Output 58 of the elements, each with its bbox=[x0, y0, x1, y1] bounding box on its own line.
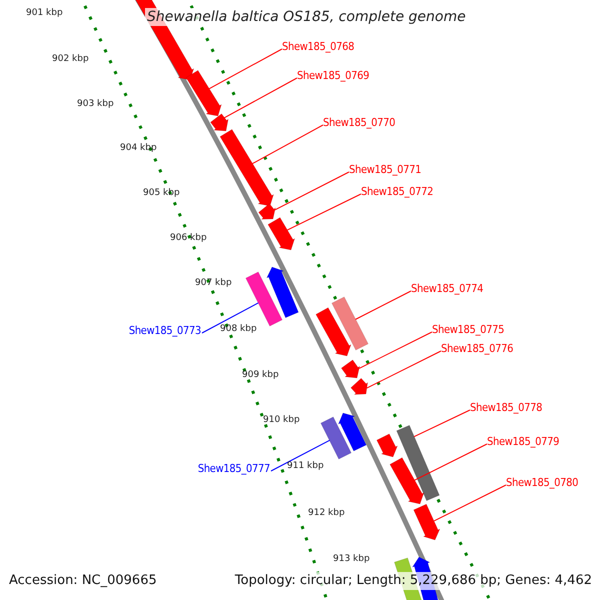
tick-label: 906 kbp bbox=[170, 233, 207, 244]
leader-line bbox=[252, 124, 324, 164]
leader-line bbox=[355, 290, 412, 320]
gene-block bbox=[413, 504, 440, 540]
gene-label: Shew185_0770 bbox=[323, 116, 396, 129]
tick-label: 908 kbp bbox=[220, 324, 257, 335]
gene-block bbox=[186, 70, 222, 116]
leader-line bbox=[414, 444, 488, 481]
tick-label: 901 kbp bbox=[26, 8, 63, 19]
gene-label: Shew185_0778 bbox=[470, 401, 542, 414]
leader-line bbox=[286, 194, 362, 231]
gene-label: Shew185_0775 bbox=[432, 323, 504, 336]
leader-line bbox=[274, 172, 350, 210]
gene-block bbox=[320, 416, 352, 460]
tick-label: 909 kbp bbox=[242, 370, 279, 381]
leader-line bbox=[202, 302, 259, 334]
leader-line bbox=[434, 484, 506, 522]
map-title: Shewanella baltica OS185, complete genome bbox=[145, 8, 468, 26]
gene-block bbox=[316, 307, 352, 356]
tick-label: 910 kbp bbox=[263, 415, 300, 426]
tick-label: 912 kbp bbox=[308, 508, 345, 519]
tick-label: 911 kbp bbox=[287, 461, 324, 472]
gene-label: Shew185_0772 bbox=[361, 185, 434, 198]
gene-block bbox=[258, 203, 276, 220]
gene-block bbox=[210, 113, 228, 132]
tick-label: 907 kbp bbox=[195, 278, 232, 289]
gene-block bbox=[390, 457, 424, 504]
gene-block bbox=[268, 217, 295, 250]
leader-line bbox=[414, 410, 470, 438]
gene-block bbox=[338, 412, 367, 452]
gene-block bbox=[396, 425, 440, 501]
gene-block bbox=[341, 360, 360, 378]
genome-stats-text: Topology: circular; Length: 5,229,686 bp; Genes: 4,462 bbox=[234, 572, 592, 590]
tick-label: 905 kbp bbox=[143, 188, 180, 199]
accession-text: Accession: NC_009665 bbox=[9, 572, 157, 590]
gene-label: Shew185_0777 bbox=[198, 462, 270, 475]
gene-label: Shew185_0769 bbox=[297, 69, 370, 82]
tick-label: 913 kbp bbox=[333, 554, 370, 565]
gene-block bbox=[376, 434, 398, 458]
leader-line bbox=[208, 48, 282, 90]
gene-label: Shew185_0780 bbox=[506, 476, 578, 489]
gene-label: Shew185_0779 bbox=[487, 435, 560, 448]
leader-line bbox=[358, 332, 432, 369]
gene-block bbox=[332, 296, 368, 350]
gene-label: Shew185_0773 bbox=[128, 324, 201, 337]
gene-label: Shew185_0771 bbox=[349, 163, 422, 176]
leader-line bbox=[224, 78, 298, 118]
tick-label: 904 kbp bbox=[120, 143, 157, 154]
leader-line bbox=[270, 440, 330, 472]
gene-label: Shew185_0774 bbox=[411, 282, 484, 295]
leader-line bbox=[366, 350, 442, 389]
gene-label: Shew185_0776 bbox=[441, 342, 514, 355]
tick-label: 902 kbp bbox=[52, 54, 89, 65]
gene-block bbox=[266, 266, 299, 318]
gene-label: Shew185_0768 bbox=[282, 40, 354, 53]
tick-label: 903 kbp bbox=[77, 99, 114, 110]
gene-block bbox=[220, 129, 274, 206]
gene-block bbox=[350, 378, 368, 395]
